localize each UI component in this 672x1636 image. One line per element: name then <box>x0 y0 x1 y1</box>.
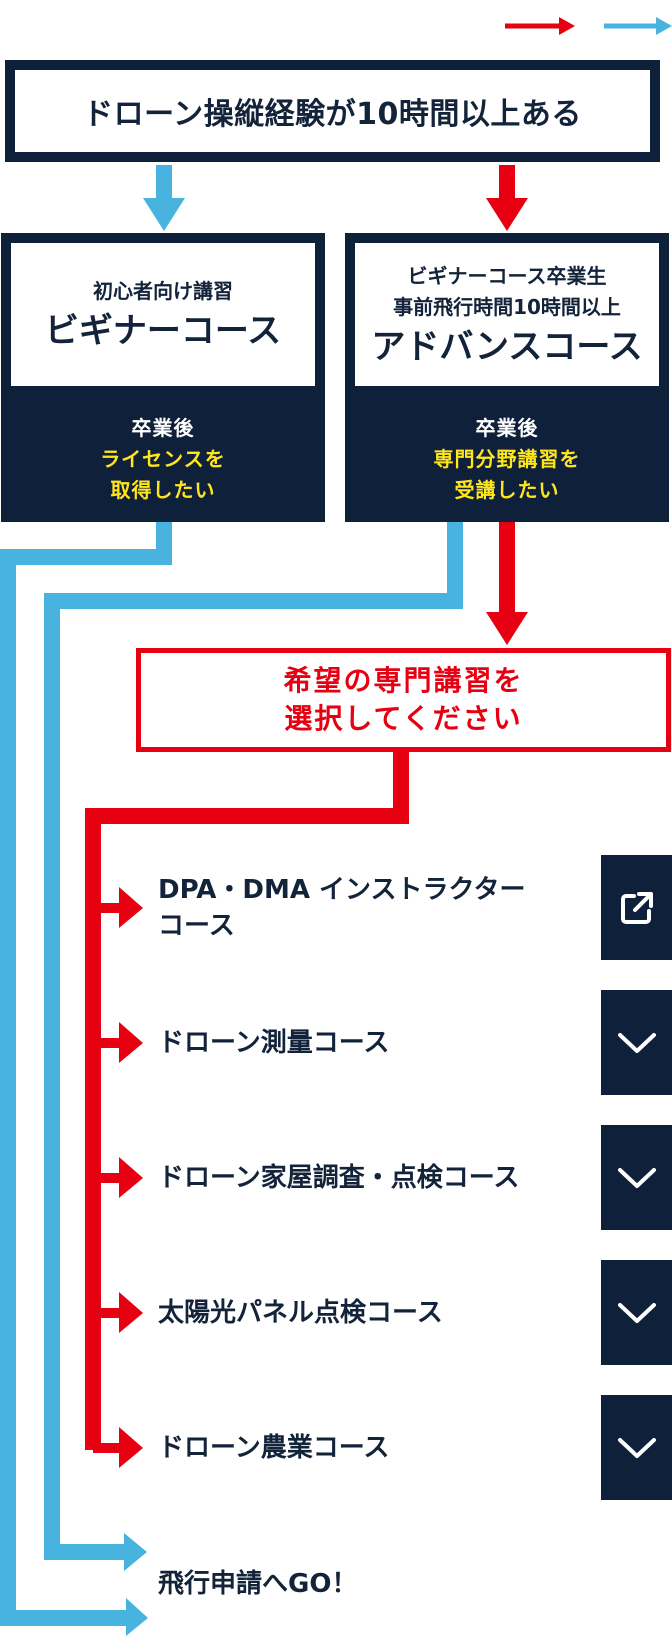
advance-subtitle-line1: ビギナーコース卒業生 <box>407 263 607 288</box>
course-item-agriculture: ドローン農業コース <box>158 1430 578 1466</box>
question-box: ドローン操縦経験が10時間以上ある <box>5 60 660 162</box>
beginner-course-box: 初心者向け講習 ビギナーコース <box>1 233 325 396</box>
beginner-subtitle: 初心者向け講習 <box>93 279 233 303</box>
advance-goal-line1: 専門分野講習を <box>433 446 581 471</box>
advance-goal-box: 卒業後 専門分野講習を 受講したい <box>345 396 669 522</box>
advance-course-name: アドバンスコース <box>371 326 643 367</box>
advance-goal-line2: 受講したい <box>454 477 560 502</box>
beginner-course-name: ビギナーコース <box>44 311 282 351</box>
expand-button-solar-panel[interactable] <box>601 1260 672 1365</box>
arrow-yes-to-advance <box>486 165 528 231</box>
final-label: 飛行申請へGO！ <box>158 1569 358 1599</box>
legend-red-arrow <box>505 17 575 35</box>
chevron-down-icon <box>617 1032 656 1053</box>
course-item-survey: ドローン測量コース <box>158 1025 578 1061</box>
beginner-goal-box: 卒業後 ライセンスを 取得したい <box>1 396 325 522</box>
course-item-house-inspection: ドローン家屋調査・点検コース <box>158 1160 578 1196</box>
course-label: ドローン農業コース <box>158 1433 390 1463</box>
chevron-down-icon <box>617 1437 656 1458</box>
advance-after-label: 卒業後 <box>475 415 539 440</box>
select-prompt-line1: 希望の専門講習を <box>283 664 524 697</box>
expand-button-survey[interactable] <box>601 990 672 1095</box>
course-label-line1: DPA・DMA インストラクター <box>158 875 526 905</box>
expand-button-agriculture[interactable] <box>601 1395 672 1500</box>
beginner-to-final-path <box>0 522 172 1626</box>
external-link-button[interactable] <box>601 855 672 960</box>
select-prompt-line2: 選択してください <box>284 702 523 735</box>
flight-application-go: 飛行申請へGO！ <box>158 1566 357 1602</box>
advance-to-final-path <box>44 522 463 1560</box>
course-branch-arrows <box>93 887 143 1468</box>
select-to-courses-trunk <box>85 752 409 1450</box>
arrow-no-to-beginner <box>143 165 185 231</box>
select-course-prompt: 希望の専門講習を 選択してください <box>136 648 671 752</box>
legend-blue-arrow <box>604 17 672 35</box>
chevron-down-icon <box>617 1167 656 1188</box>
beginner-goal-line2: 取得したい <box>110 477 216 502</box>
course-label: 太陽光パネル点検コース <box>158 1298 443 1328</box>
beginner-after-label: 卒業後 <box>131 415 195 440</box>
beginner-goal-line1: ライセンスを <box>100 446 226 471</box>
advance-course-box: ビギナーコース卒業生 事前飛行時間10時間以上 アドバンスコース <box>345 233 669 396</box>
course-item-solar-panel: 太陽光パネル点検コース <box>158 1295 578 1331</box>
course-label-line2: コース <box>158 911 235 941</box>
chevron-down-icon <box>617 1302 656 1323</box>
expand-button-house-inspection[interactable] <box>601 1125 672 1230</box>
external-link-icon <box>620 891 653 924</box>
question-text: ドローン操縦経験が10時間以上ある <box>83 97 582 132</box>
course-label: ドローン測量コース <box>158 1028 390 1058</box>
arrow-advance-to-select <box>486 522 528 645</box>
advance-subtitle-line2: 事前飛行時間10時間以上 <box>393 294 621 319</box>
course-item-dpa-dma: DPA・DMA インストラクター コース <box>158 872 578 944</box>
course-label: ドローン家屋調査・点検コース <box>158 1163 520 1193</box>
